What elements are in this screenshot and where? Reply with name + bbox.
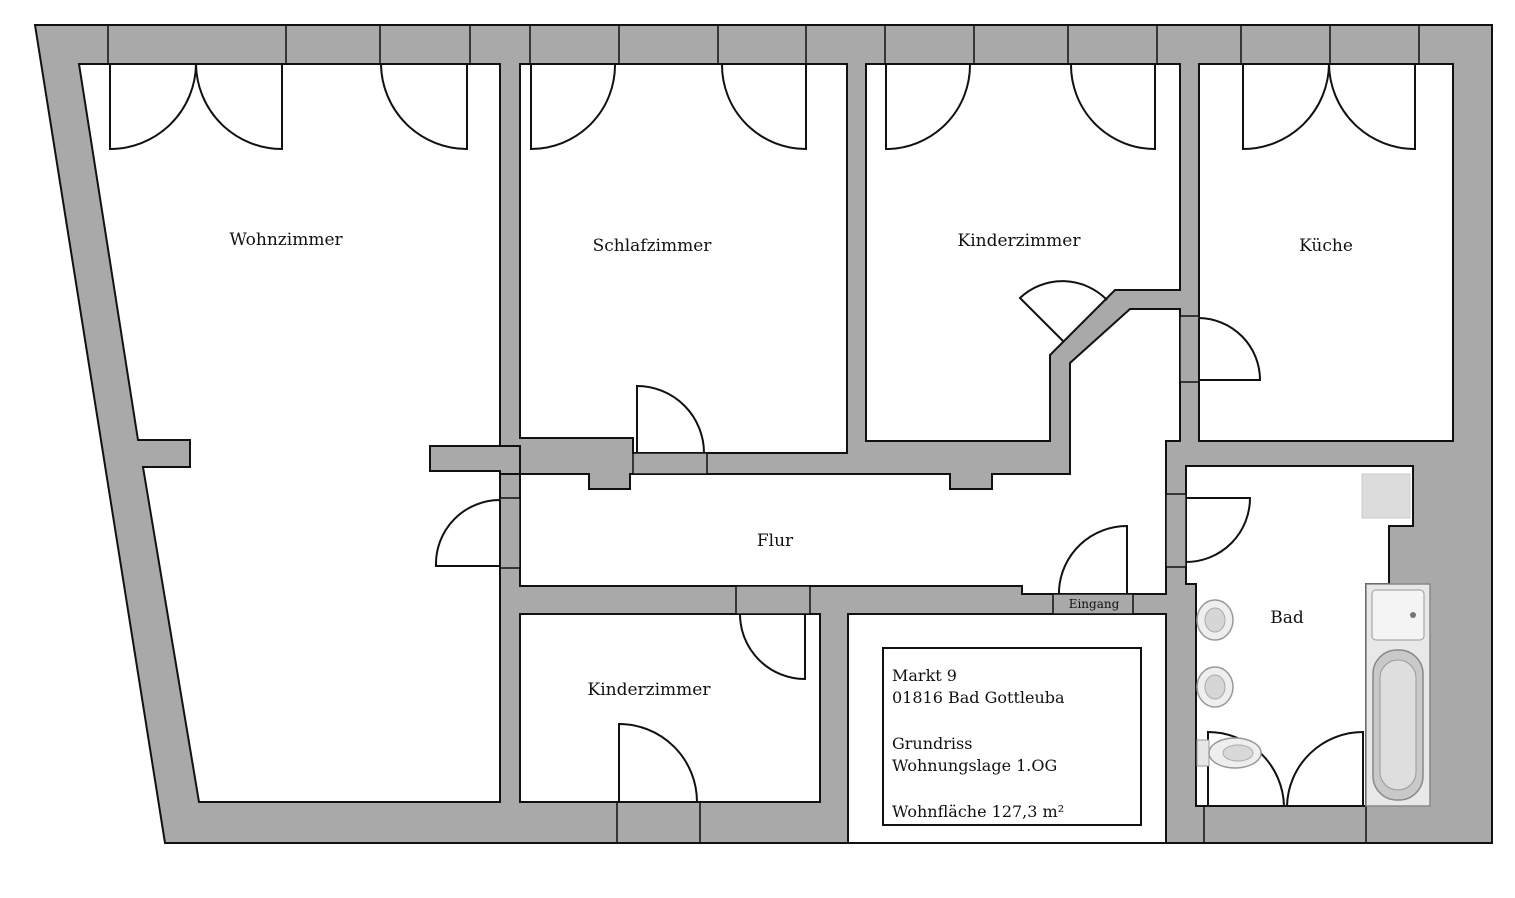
room-label-kinderzimmer-2: Kinderzimmer (587, 680, 711, 700)
door-swings (109, 63, 1416, 807)
wall-stub-flur-west (429, 445, 521, 475)
windows (107, 25, 1420, 843)
info-city: 01816 Bad Gottleuba (892, 688, 1065, 707)
washbasin-1 (1196, 599, 1234, 641)
flur-floor (519, 308, 1181, 595)
info-plan-title: Grundriss (892, 734, 973, 753)
schlafzimmer-floor (519, 63, 848, 454)
info-box: Markt 9 01816 Bad Gottleuba Grundriss Wo… (882, 647, 1142, 826)
washbasin-2 (1196, 666, 1234, 708)
room-label-flur: Flur (756, 531, 794, 551)
info-area: Wohnfläche 127,3 m² (892, 802, 1065, 821)
door-openings (499, 315, 1200, 615)
toilet (1196, 737, 1262, 769)
info-street: Markt 9 (892, 666, 957, 685)
room-label-kinderzimmer-1: Kinderzimmer (957, 231, 1081, 251)
wohnzimmer-floor (77, 63, 501, 803)
kinderzimmer-2-floor (519, 613, 821, 803)
room-label-schlafzimmer: Schlafzimmer (592, 236, 712, 256)
washer-box (1361, 473, 1411, 519)
entrance-label: Eingang (1068, 597, 1120, 611)
room-label-wohnzimmer: Wohnzimmer (229, 230, 343, 250)
info-floor: Wohnungslage 1.OG (892, 756, 1058, 775)
room-label-kueche: Küche (1299, 236, 1353, 256)
bathtub (1365, 583, 1431, 807)
room-label-bad: Bad (1270, 608, 1304, 628)
kinderzimmer-1-floor (865, 63, 1181, 442)
